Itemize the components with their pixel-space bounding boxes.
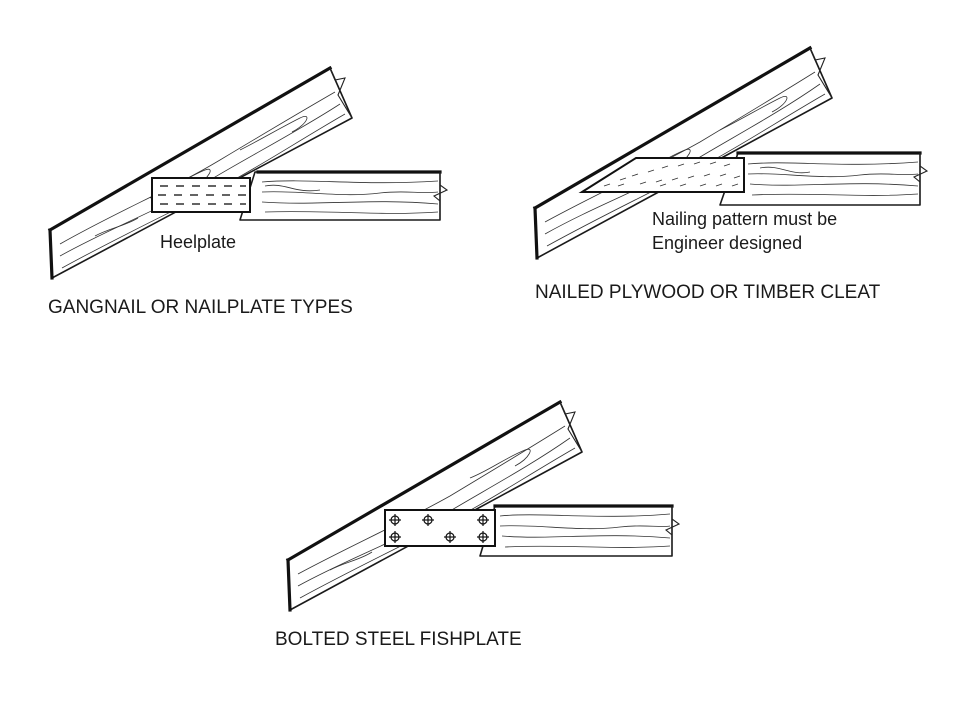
- gangnail-caption: GANGNAIL OR NAILPLATE TYPES: [48, 297, 353, 318]
- bolt-icons: [389, 514, 489, 543]
- heelplate-label: Heelplate: [160, 232, 236, 252]
- nailing-note-line-2: Engineer designed: [652, 233, 802, 253]
- panel-fishplate: BOLTED STEEL FISHPLATE: [275, 399, 681, 650]
- plywood-caption: NAILED PLYWOOD OR TIMBER CLEAT: [535, 282, 881, 303]
- fishplate-caption: BOLTED STEEL FISHPLATE: [275, 629, 522, 650]
- plywood-cleat: [578, 157, 745, 193]
- rafter: [47, 65, 353, 280]
- rafter: [285, 399, 583, 612]
- nailing-note-line-1: Nailing pattern must be: [652, 209, 837, 229]
- heelplate: [151, 177, 251, 213]
- panel-gangnail: Heelplate GANGNAIL OR NAILPLATE TYPES: [47, 65, 449, 318]
- horizontal-tie-beam: [719, 151, 929, 206]
- panel-plywood-cleat: Nailing pattern must be Engineer designe…: [532, 45, 929, 303]
- horizontal-tie-beam: [239, 170, 449, 221]
- horizontal-tie-beam: [479, 504, 681, 557]
- steel-fishplate: [384, 509, 496, 547]
